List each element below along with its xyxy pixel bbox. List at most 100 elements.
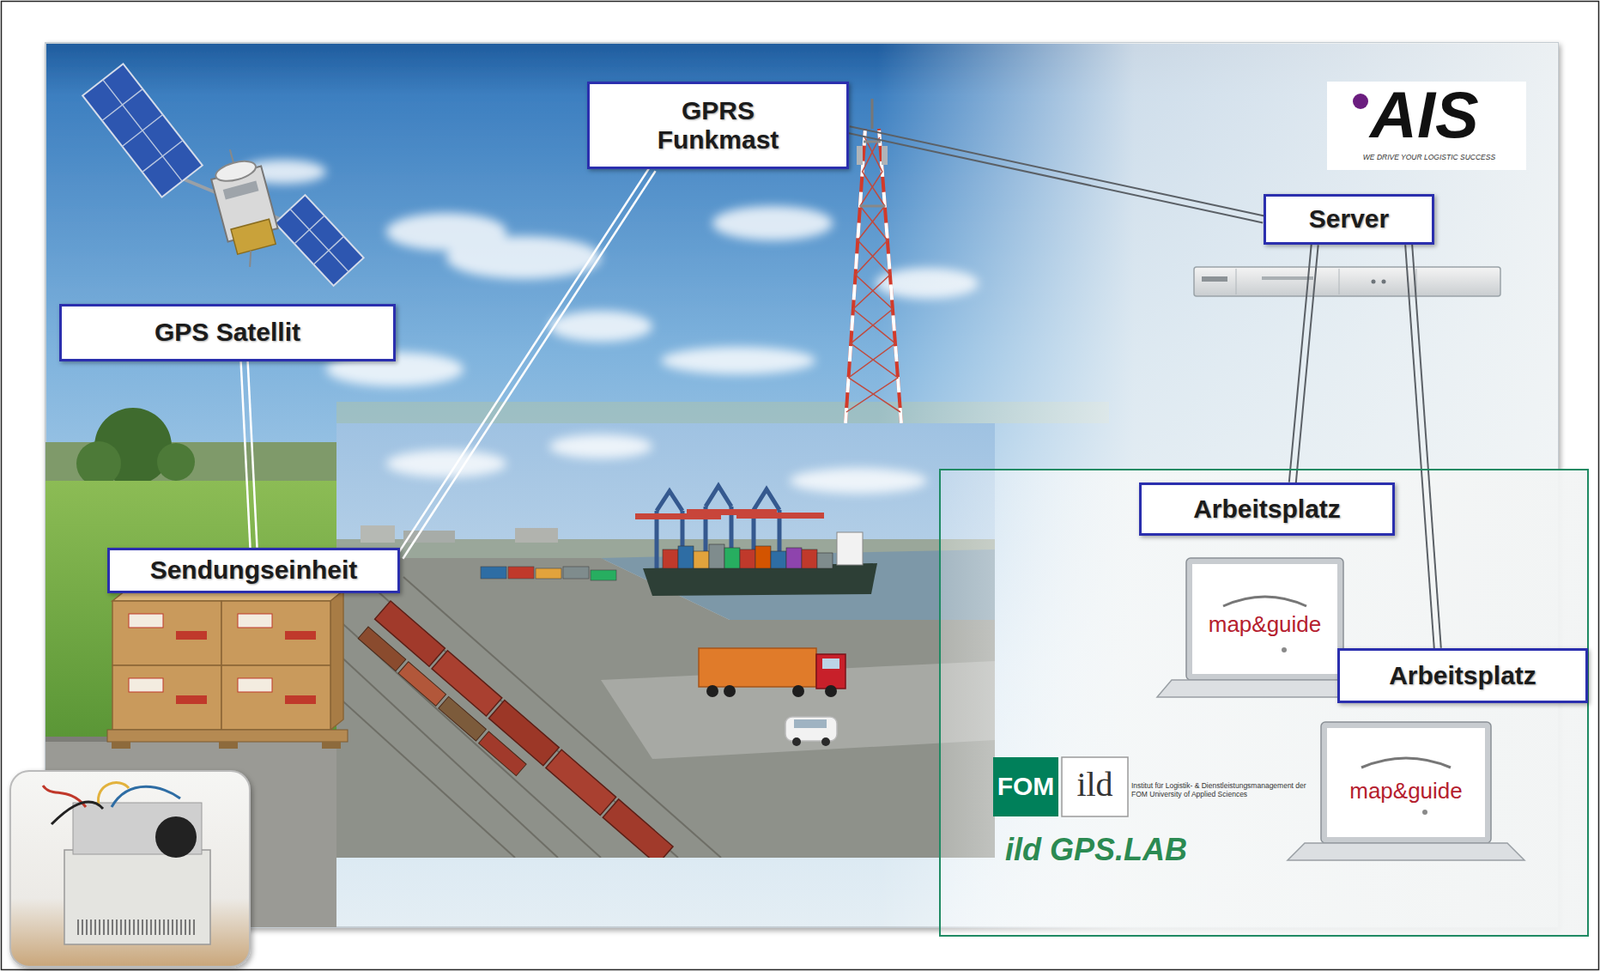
pallet-boxes xyxy=(175,695,207,704)
gps-satellite xyxy=(230,218,276,255)
gps-satellite xyxy=(205,142,286,271)
pallet-boxes xyxy=(107,729,348,742)
pallet-boxes xyxy=(128,678,164,692)
port-photo xyxy=(438,696,487,741)
lab-region: ild GPS.LABArbeitsplatzArbeitsplatz xyxy=(939,468,1589,937)
laptop xyxy=(1327,727,1485,837)
pallet-boxes xyxy=(284,630,316,640)
gps-satellite xyxy=(230,149,234,163)
box-label: Arbeitsplatz xyxy=(1388,660,1537,691)
pallet-boxes xyxy=(330,590,344,730)
tracker-device-photo xyxy=(51,801,104,825)
region-title: ild GPS.LAB xyxy=(1005,830,1188,868)
port-photo xyxy=(656,485,780,574)
connector-line xyxy=(848,133,1263,223)
radio-mast xyxy=(845,128,866,424)
pallet-boxes xyxy=(175,630,316,704)
server-rack xyxy=(1193,266,1501,297)
box-label: Arbeitsplatz xyxy=(1193,494,1341,525)
port-photo xyxy=(698,648,817,687)
laptop xyxy=(1186,557,1344,680)
sky-panel xyxy=(45,42,1558,928)
connector-line xyxy=(397,167,650,556)
pallet-boxes xyxy=(128,613,164,628)
gps-satellite xyxy=(82,63,203,197)
group-backdrop xyxy=(939,468,1589,937)
port-photo xyxy=(678,545,694,569)
gps-satellite xyxy=(82,63,203,197)
port-photo xyxy=(515,527,558,543)
port-photo xyxy=(635,509,825,520)
software-logo: map&guide xyxy=(1192,611,1338,638)
port-photo xyxy=(375,600,673,858)
pallet-boxes xyxy=(218,741,238,749)
gps-satellite xyxy=(103,79,182,182)
box-label: Sendungseinheit xyxy=(150,555,358,586)
port-photo xyxy=(824,684,837,697)
label-box: Arbeitsplatz xyxy=(1337,648,1588,704)
port-photo xyxy=(792,737,801,746)
connector xyxy=(1405,244,1442,649)
pallet-boxes xyxy=(128,613,273,692)
radio-mast xyxy=(878,128,902,424)
laptop xyxy=(1287,842,1525,861)
connector-line xyxy=(241,361,251,548)
port-photo xyxy=(793,719,827,728)
laptop xyxy=(1281,647,1287,653)
label-box: GPS Satellit xyxy=(59,303,396,362)
server-rack xyxy=(1339,268,1340,295)
box-label: GPRS Funkmast xyxy=(657,96,780,156)
radio-mast xyxy=(881,145,888,165)
ais-logo xyxy=(1327,81,1527,170)
pallet-boxes xyxy=(237,678,273,692)
pallet-boxes xyxy=(237,613,273,628)
server-rack xyxy=(1236,268,1237,295)
port-photo xyxy=(736,512,825,519)
tracker-device-photo xyxy=(77,919,198,935)
logo-text: FOM xyxy=(993,770,1059,802)
sky-fade xyxy=(45,42,1558,928)
sky-panel xyxy=(45,42,1558,928)
pallet-boxes xyxy=(221,600,331,666)
connector xyxy=(1289,244,1319,484)
port-photo xyxy=(545,749,617,815)
tracker-device-photo xyxy=(155,816,197,858)
port-photo xyxy=(821,737,831,746)
port-photo xyxy=(693,551,710,569)
software-logo: map&guide xyxy=(1327,777,1485,805)
port-photo xyxy=(480,566,617,581)
connector-line xyxy=(1412,244,1442,649)
port-photo xyxy=(336,695,516,858)
connector xyxy=(241,361,258,548)
port-photo xyxy=(336,576,722,858)
gps-satellite xyxy=(245,250,255,267)
sky-fade xyxy=(45,42,1558,928)
gps-satellite xyxy=(223,181,260,200)
port-photo xyxy=(654,510,660,574)
box-label: GPS Satellit xyxy=(154,317,301,348)
port-photo xyxy=(709,544,725,569)
server-rack xyxy=(1261,276,1314,280)
gps-satellite xyxy=(82,63,364,286)
pallet-boxes xyxy=(111,741,131,749)
port-photo xyxy=(816,654,846,689)
connector-line xyxy=(1405,244,1435,649)
port-photo xyxy=(792,684,805,697)
label-box: Server xyxy=(1263,193,1435,245)
fom-logo xyxy=(1061,757,1128,817)
connector-line xyxy=(402,170,655,559)
connector-line xyxy=(849,126,1265,216)
gps-satellite xyxy=(274,194,364,286)
port-photo xyxy=(789,467,928,494)
port-photo xyxy=(836,532,863,565)
laptop xyxy=(1192,563,1338,674)
connector-line xyxy=(1289,244,1312,483)
tracker-device-photo xyxy=(10,770,250,967)
port-photo xyxy=(602,799,673,858)
radio-mast xyxy=(878,128,902,424)
port-photo xyxy=(508,566,534,579)
port-photo xyxy=(357,626,527,776)
fom-logo xyxy=(993,757,1059,817)
institute-name: Institut für Logistik- & Dienstleistungs… xyxy=(1131,781,1308,799)
pallet-boxes xyxy=(284,695,316,704)
